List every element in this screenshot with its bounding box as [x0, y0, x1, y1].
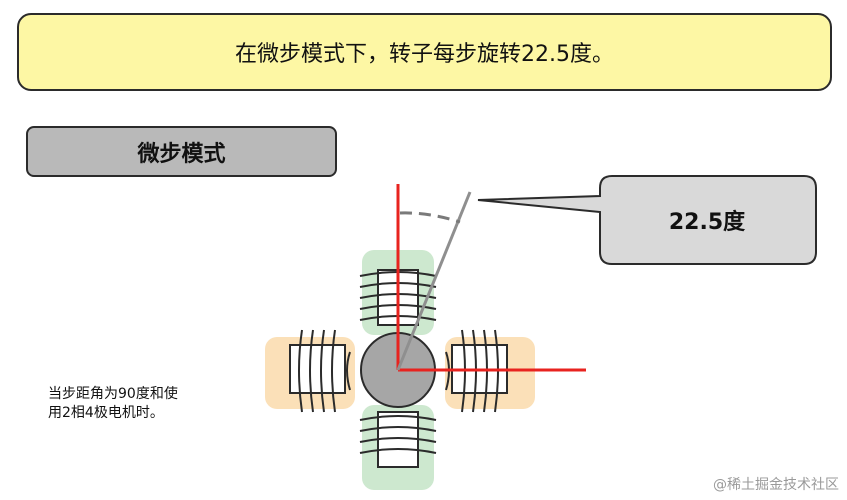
- motor-note-line-2: 用2相4极电机时。: [48, 405, 164, 421]
- watermark: @稀土掘金技术社区: [713, 477, 839, 493]
- angle-callout-text: 22.5度: [668, 210, 746, 235]
- description-banner: 在微步模式下，转子每步旋转22.5度。: [17, 13, 832, 91]
- callout-bubble: [477, 175, 817, 265]
- mode-label-box: 微步模式: [26, 126, 337, 177]
- angle-arc: [399, 211, 461, 224]
- left-coil: [289, 329, 351, 413]
- bottom-coil: [359, 411, 437, 468]
- motor-note: 当步距角为90度和使 用2相4极电机时。: [48, 385, 238, 423]
- motor-note-line-1: 当步距角为90度和使: [48, 386, 178, 402]
- banner-text: 在微步模式下，转子每步旋转22.5度。: [235, 42, 614, 67]
- mode-label-text: 微步模式: [137, 141, 226, 167]
